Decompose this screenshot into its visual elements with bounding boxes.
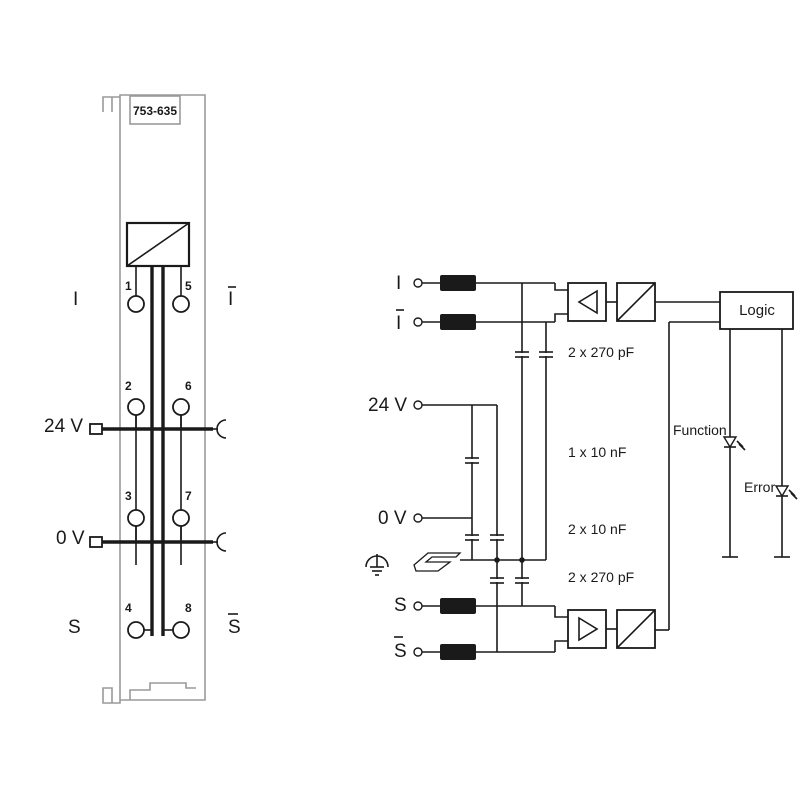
logic-label: Logic	[739, 302, 775, 319]
schematic: I I 24 V 0 V S S	[365, 273, 798, 662]
ground-icon	[365, 554, 389, 576]
terminal-label-8: 8	[185, 601, 192, 615]
converter-bottom	[616, 609, 656, 649]
terminal-label-1: 1	[125, 279, 132, 293]
function-led-icon	[722, 436, 746, 451]
module-label-0v: 0 V	[56, 528, 85, 549]
cap-label-top: 2 x 270 pF	[568, 344, 634, 360]
converter-top	[616, 282, 656, 322]
choke-S	[440, 598, 476, 614]
amplifier-top	[567, 282, 607, 322]
choke-I-bar	[440, 314, 476, 330]
module-housing: 753-635	[44, 94, 241, 704]
terminals-module	[127, 295, 190, 639]
module-label-I: I	[73, 289, 78, 310]
module-label-24v: 24 V	[44, 416, 83, 437]
cap-label-mid: 1 x 10 nF	[568, 444, 626, 460]
module-label-S: S	[68, 617, 81, 638]
error-led-icon	[774, 485, 798, 500]
module-label-S-bar: S	[228, 617, 241, 638]
terminal-label-2: 2	[125, 379, 132, 393]
led-error-label: Error	[744, 479, 775, 495]
part-number-box	[129, 95, 181, 125]
input-label-I-bar: I	[396, 313, 401, 334]
choke-I	[440, 275, 476, 291]
terminal-label-4: 4	[125, 601, 132, 615]
input-label-24v: 24 V	[368, 395, 407, 416]
terminal-label-7: 7	[185, 489, 192, 503]
amplifier-bottom	[567, 609, 607, 649]
input-label-0v: 0 V	[378, 508, 407, 529]
choke-S-bar	[440, 644, 476, 660]
din-rail-icon	[413, 552, 462, 572]
module-label-I-bar: I	[228, 289, 233, 310]
cap-label-low: 2 x 10 nF	[568, 521, 626, 537]
terminal-label-6: 6	[185, 379, 192, 393]
converter-block-module	[125, 221, 191, 268]
part-number: 753-635	[133, 104, 177, 118]
terminal-label-5: 5	[185, 279, 192, 293]
terminal-label-3: 3	[125, 489, 132, 503]
led-function-label: Function	[673, 422, 727, 438]
input-label-I: I	[396, 273, 401, 294]
input-label-S: S	[394, 595, 407, 616]
cap-label-bottom: 2 x 270 pF	[568, 569, 634, 585]
input-label-S-bar: S	[394, 641, 407, 662]
logic-block: Logic	[719, 291, 794, 330]
